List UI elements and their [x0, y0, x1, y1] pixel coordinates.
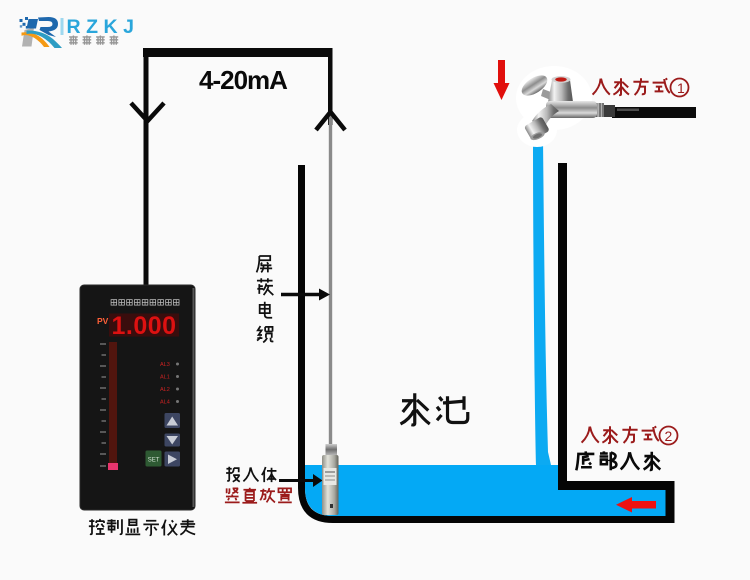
- svg-text:4-20mA: 4-20mA: [199, 65, 288, 95]
- svg-text:AL4: AL4: [160, 400, 170, 406]
- svg-text:AL1: AL1: [160, 375, 170, 381]
- svg-text:1.000: 1.000: [112, 312, 177, 340]
- svg-text:2: 2: [665, 428, 673, 444]
- svg-text:RZKJ: RZKJ: [67, 16, 140, 38]
- svg-text:PV: PV: [97, 316, 109, 326]
- svg-text:AL2: AL2: [160, 387, 170, 393]
- svg-text:AL3: AL3: [160, 362, 170, 368]
- svg-text:SET: SET: [148, 458, 160, 464]
- svg-text:1: 1: [677, 80, 685, 96]
